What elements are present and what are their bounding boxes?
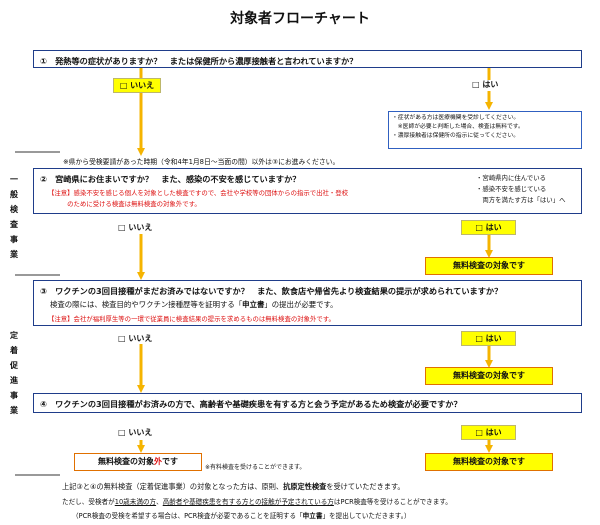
footer-line-2: ただし、受検者が10歳未満の方、高齢者や基礎疾患を有する方との接触が予定されてい… [62,496,452,506]
q3-line2-text: 」の提出が必要です。 [264,300,338,309]
q2-side-note-line: ・感染不安を感じている [476,185,547,193]
side-label-char: 業 [10,406,18,415]
question-1-box: ① 発熱等の症状がありますか？ または保健所から濃厚接触者と言われていますか？ [33,50,582,68]
q2-no-option[interactable]: □ いいえ [118,223,153,232]
q3-line2-emphasis: 申立書 [242,300,265,309]
footer-line-1: 上記③と④の無料検査（定着促進事業）の対象となった方は、原則、抗原定性検査を受け… [62,482,405,492]
side-label-general-inspection: 一 般 検 査 事 業 [8,172,20,262]
footer-text: を受けていただきます。 [326,482,405,491]
q1-info-line: ・濃厚接触者は保健所の指示に従ってください。 [392,133,520,139]
question-3-box: ③ ワクチンの3回目接種がまだお済みではないですか？ また、飲食店や帰省先より検… [33,280,582,326]
between-note: ※県から受検要請があった時期（令和4年1月8日～当面の間）以外は③にお進みくださ… [63,158,340,166]
footer-emphasis: 申立書 [302,512,323,520]
q3-yes-option[interactable]: □ はい [461,331,516,346]
side-label-char: 定 [10,331,18,340]
q3-line2-text: 検査の際には、検査目的やワクチン接種歴等を証明する「 [50,300,243,309]
q2-side-note-line: ・宮崎県内に住んでいる [476,174,546,182]
q4-result-badge: 無料検査の対象です [425,453,553,471]
footer-text: 」を提出していただきます。） [322,512,411,520]
q3-result-badge: 無料検査の対象です [425,367,553,385]
side-label-char: 事 [10,391,18,400]
side-label-char: 促 [10,361,18,370]
q4-not-eligible-badge: 無料検査の対象外です [74,453,202,471]
footer-line-3: （PCR検査の受検を希望する場合は、PCR検査が必要であることを証明する「申立書… [72,510,411,520]
side-label-char: 進 [10,376,18,385]
q3-no-option[interactable]: □ いいえ [118,334,153,343]
q4-not-eligible-emphasis: 外 [154,457,162,466]
q4-yes-option[interactable]: □ はい [461,425,516,440]
question-2-box: ② 宮崎県にお住まいですか？ また、感染の不安を感じていますか？ 【注意】感染不… [33,168,582,214]
footer-underline: 10歳未満の方 [114,498,157,506]
q1-info-line: ※医師が必要と判断した場合、検査は無料です。 [392,124,524,130]
footer-text: 上記③と④の無料検査（定着促進事業）の対象となった方は、原則、 [62,482,284,491]
q1-no-option[interactable]: □ いいえ [113,78,161,93]
q4-not-eligible-text: です [162,457,178,466]
q1-info-line: ・症状がある方は医療機関を受診してください。 [392,115,520,121]
question-4-text: ④ ワクチンの3回目接種がお済みの方で、高齢者や基礎疾患を有する方と会う予定があ… [40,399,462,409]
side-label-char: 査 [10,220,18,229]
question-1-text: ① 発熱等の症状がありますか？ または保健所から濃厚接触者と言われていますか？ [40,56,358,66]
q4-paid-note: ※有料検査を受けることができます。 [205,464,306,471]
footer-text: 、 [156,498,163,506]
q4-not-eligible-text: 無料検査の対象 [98,457,154,466]
footer-emphasis: 抗原定性検査 [283,482,327,491]
q1-yes-option[interactable]: □ はい [472,80,499,89]
footer-text: ただし、受検者が [62,498,115,506]
footer-underline: 高齢者や基礎疾患を有する方との接触が予定されている方 [162,498,334,506]
q4-no-option[interactable]: □ いいえ [118,428,153,437]
q2-note-line: 【注意】感染不安を感じる個人を対象とした検査ですので、会社や学校等の団体からの指… [48,189,349,197]
side-label-char: 業 [10,250,18,259]
q2-note-line: のために受ける検査は無料検査の対象外です。 [48,200,201,208]
side-label-char: 般 [10,190,18,199]
side-label-char: 検 [10,205,18,214]
side-label-char: 事 [10,235,18,244]
page-title: 対象者フローチャート [230,11,370,27]
footer-text: はPCR検査等を受けることができます。 [333,498,452,506]
q2-side-note-line: 両方を満たす方は「はい」へ [476,196,566,204]
q2-result-badge: 無料検査の対象です [425,257,553,275]
side-label-promotion: 定 着 促 進 事 業 [8,328,20,418]
q2-yes-option[interactable]: □ はい [461,220,516,235]
q2-side-note: ・宮崎県内に住んでいる ・感染不安を感じている 両方を満たす方は「はい」へ [476,173,565,206]
q3-line2: 検査の際には、検査目的やワクチン接種歴等を証明する「申立書」の提出が必要です。 [50,299,338,310]
q1-info-box: ・症状がある方は医療機関を受診してください。 ※医師が必要と判断した場合、検査は… [388,111,582,149]
question-4-box: ④ ワクチンの3回目接種がお済みの方で、高齢者や基礎疾患を有する方と会う予定があ… [33,393,582,413]
question-2-text: ② 宮崎県にお住まいですか？ また、感染の不安を感じていますか？ [40,174,301,184]
q3-note: 【注意】会社が福利厚生等の一環で従業員に検査結果の提示を求めるものは無料検査の対… [48,315,335,323]
footer-text: （PCR検査の受検を希望する場合は、PCR検査が必要であることを証明する「 [72,512,303,520]
side-label-char: 一 [10,175,18,184]
side-label-char: 着 [10,346,18,355]
question-3-text: ③ ワクチンの3回目接種がまだお済みではないですか？ また、飲食店や帰省先より検… [40,286,503,296]
